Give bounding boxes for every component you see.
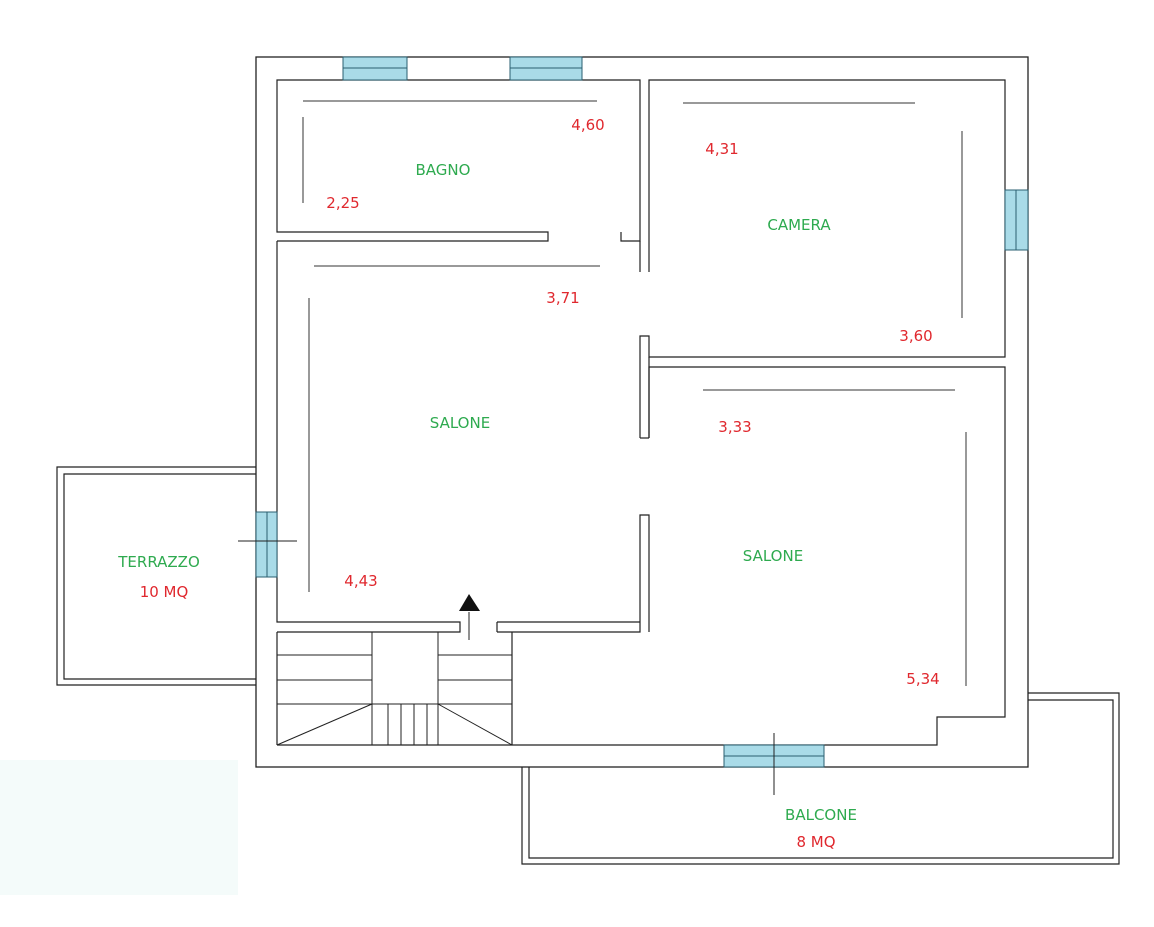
window-axes (238, 540, 775, 795)
dimension-camera-depth: 3,60 (899, 327, 932, 345)
salone-left-lower-wall (497, 514, 650, 633)
dimension-camera-width: 4,31 (705, 140, 738, 158)
dimension-bagno-width: 4,60 (571, 116, 604, 134)
background-tint (0, 760, 238, 895)
dimension-salone-right-width: 3,33 (718, 418, 751, 436)
salone-right-walls (512, 366, 1006, 746)
dimension-lines (302, 100, 967, 686)
room-label-terrazzo: TERRAZZO (117, 553, 200, 571)
balcone-outer-edge (521, 692, 1120, 865)
balcone-inner-edge (528, 699, 1114, 859)
interior-walls (276, 79, 1006, 746)
outer-walls (255, 56, 1029, 768)
windows (255, 56, 1029, 768)
terrazzo-outer-edge (56, 466, 256, 686)
camera-walls (639, 79, 1006, 358)
outer-wall-outline (255, 56, 1029, 768)
dimension-bagno-depth: 2,25 (326, 194, 359, 212)
room-label-bagno: BAGNO (416, 161, 471, 179)
stair-winder (276, 703, 373, 746)
terrazzo-inner-edge (63, 473, 256, 680)
dimension-salone-left-width: 3,71 (546, 289, 579, 307)
area-label-terrazzo: 10 MQ (140, 583, 189, 601)
staircase (276, 612, 513, 746)
dimension-salone-right-depth: 5,34 (906, 670, 939, 688)
stair-core (371, 631, 439, 746)
balcone-area (521, 692, 1120, 865)
room-label-balcone: BALCONE (785, 806, 857, 824)
up-arrow-icon (459, 594, 480, 611)
room-label-salone-right: SALONE (743, 547, 803, 565)
stair-winder (437, 703, 513, 746)
room-label-camera: CAMERA (767, 216, 831, 234)
terrazzo-area (56, 466, 256, 686)
bagno-walls (276, 79, 641, 242)
area-label-balcone: 8 MQ (796, 833, 835, 851)
dimension-salone-left-depth: 4,43 (344, 572, 377, 590)
room-label-salone-left: SALONE (430, 414, 490, 432)
